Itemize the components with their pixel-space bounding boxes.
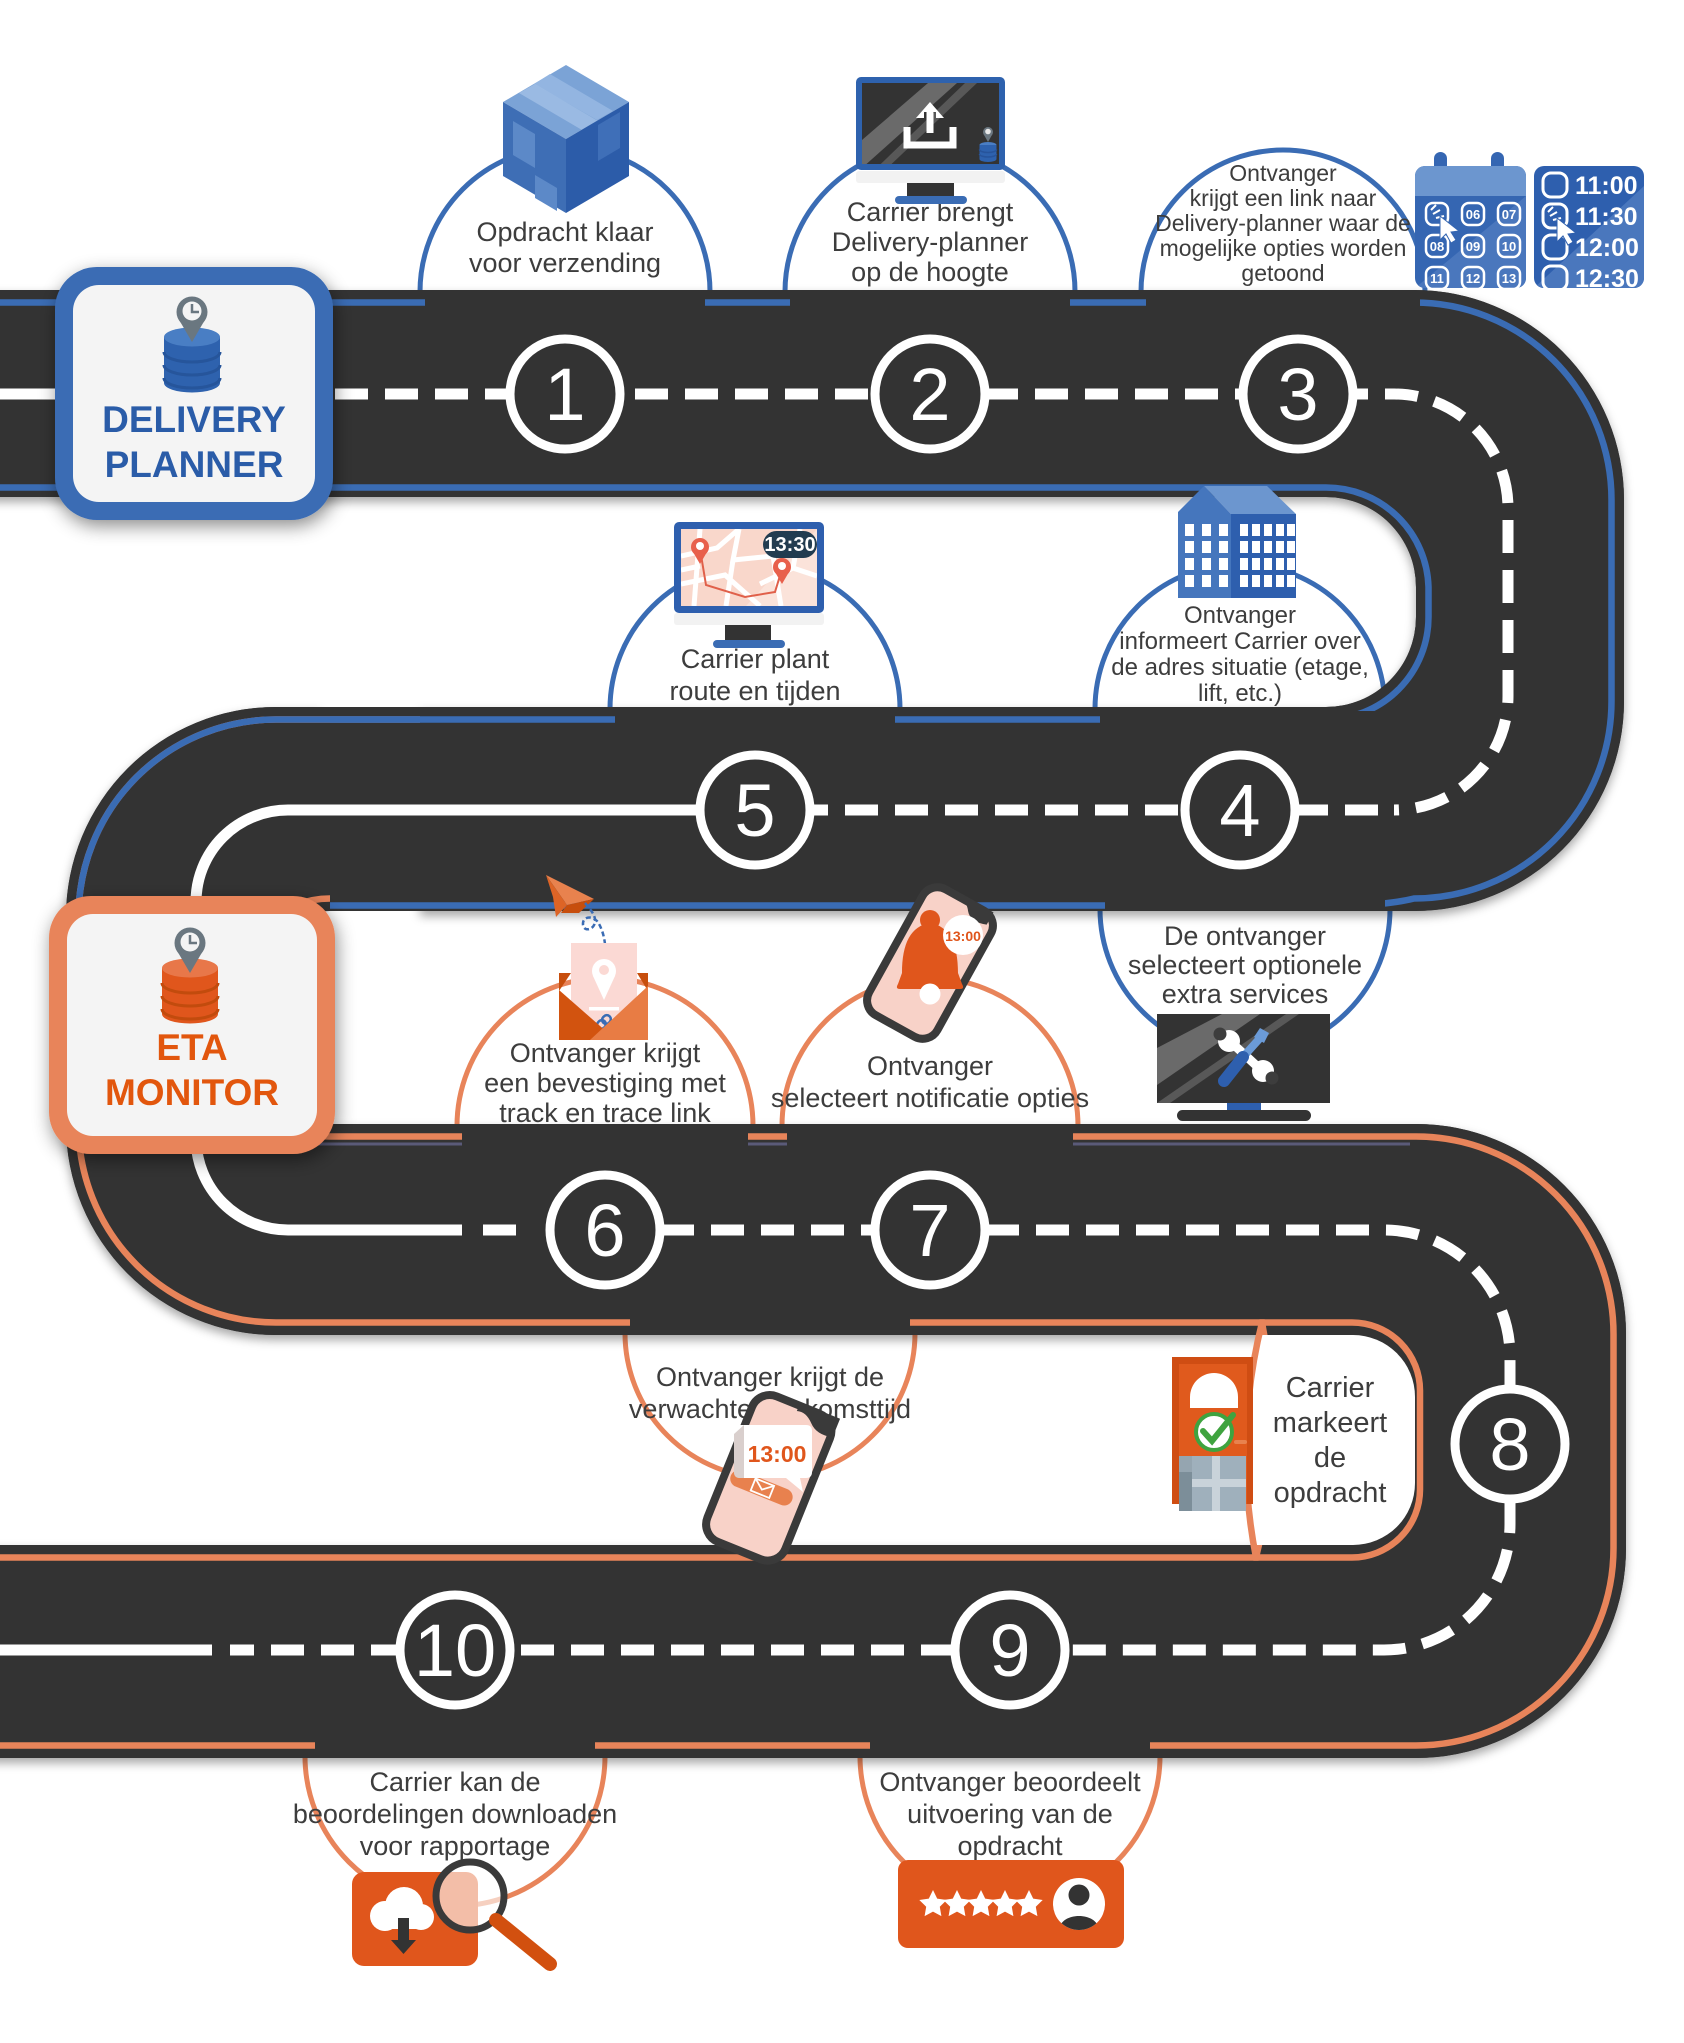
svg-text:op de hoogte: op de hoogte [851,257,1009,287]
svg-text:een bevestiging met: een bevestiging met [484,1068,726,1098]
svg-text:Ontvanger: Ontvanger [1229,160,1337,186]
svg-text:Opdracht klaar: Opdracht klaar [476,217,653,247]
svg-text:09: 09 [1466,239,1480,254]
svg-text:extra services: extra services [1162,979,1329,1009]
svg-text:track en trace link: track en trace link [499,1098,711,1128]
svg-text:Carrier kan de: Carrier kan de [369,1767,540,1797]
svg-text:12: 12 [1466,271,1480,286]
svg-text:11:00: 11:00 [1575,172,1638,200]
svg-text:13: 13 [1502,271,1516,286]
svg-text:12:30: 12:30 [1575,265,1639,293]
svg-text:Ontvanger: Ontvanger [1184,602,1296,629]
svg-text:opdracht: opdracht [1274,1477,1387,1509]
svg-text:getoond: getoond [1241,260,1324,286]
svg-text:de: de [1314,1442,1346,1474]
svg-text:Ontvanger beoordeelt: Ontvanger beoordeelt [879,1767,1141,1797]
svg-text:opdracht: opdracht [957,1831,1063,1861]
svg-text:1: 1 [544,353,585,436]
svg-text:10: 10 [414,1609,496,1692]
svg-text:13:30: 13:30 [764,534,815,556]
svg-text:Delivery-planner: Delivery-planner [832,227,1029,257]
svg-text:10: 10 [1502,239,1516,254]
svg-text:ETA: ETA [156,1027,227,1068]
svg-text:9: 9 [989,1609,1030,1692]
svg-text:06: 06 [1466,207,1480,222]
svg-text:selecteert optionele: selecteert optionele [1128,950,1362,980]
svg-text:6: 6 [584,1189,625,1272]
svg-text:informeert Carrier over: informeert Carrier over [1119,628,1360,655]
svg-text:beoordelingen downloaden: beoordelingen downloaden [293,1799,617,1829]
svg-text:selecteert notificatie opties: selecteert notificatie opties [771,1083,1089,1113]
svg-text:08: 08 [1430,239,1444,254]
svg-text:DELIVERY: DELIVERY [102,399,286,440]
svg-text:Ontvanger krijgt de: Ontvanger krijgt de [656,1362,884,1392]
svg-text:Carrier: Carrier [1286,1372,1375,1404]
svg-text:PLANNER: PLANNER [105,444,284,485]
svg-text:11: 11 [1430,271,1444,286]
svg-text:8: 8 [1489,1403,1530,1486]
svg-text:13:00: 13:00 [945,928,981,944]
svg-text:2: 2 [909,353,950,436]
svg-text:12:00: 12:00 [1575,234,1639,262]
svg-text:voor rapportage: voor rapportage [360,1831,551,1861]
svg-text:Ontvanger: Ontvanger [867,1051,993,1081]
svg-text:Carrier plant: Carrier plant [681,644,830,674]
svg-text:07: 07 [1502,207,1516,222]
svg-text:Delivery-planner waar de: Delivery-planner waar de [1155,210,1411,236]
svg-text:4: 4 [1219,769,1260,852]
svg-text:voor verzending: voor verzending [469,248,661,278]
svg-text:Ontvanger krijgt: Ontvanger krijgt [510,1038,701,1068]
svg-text:markeert: markeert [1273,1407,1387,1439]
svg-text:MONITOR: MONITOR [105,1072,279,1113]
svg-text:krijgt een link naar: krijgt een link naar [1190,185,1377,211]
svg-text:De ontvanger: De ontvanger [1164,921,1326,951]
svg-text:route en tijden: route en tijden [669,676,840,706]
svg-text:uitvoering van de: uitvoering van de [907,1799,1113,1829]
svg-text:de adres situatie (etage,: de adres situatie (etage, [1111,654,1369,681]
svg-text:5: 5 [734,769,775,852]
svg-text:11:30: 11:30 [1575,203,1638,231]
svg-text:mogelijke opties worden: mogelijke opties worden [1160,235,1407,261]
svg-text:7: 7 [909,1189,950,1272]
svg-text:lift, etc.): lift, etc.) [1198,680,1282,707]
svg-text:3: 3 [1277,353,1318,436]
svg-text:13:00: 13:00 [748,1441,807,1467]
